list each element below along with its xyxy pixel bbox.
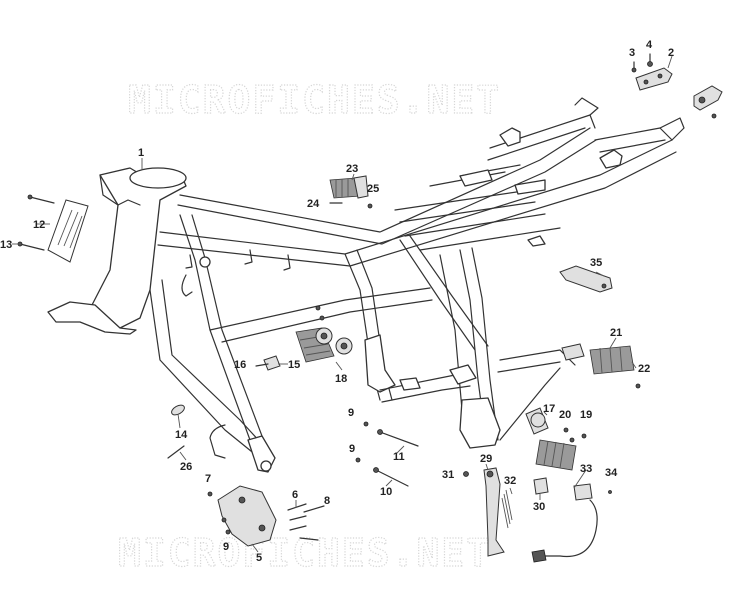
callout-1: 1 [138,147,144,159]
callout-11: 11 [393,451,405,463]
rear-bracket-parts [631,53,723,119]
callout-7: 7 [205,473,211,485]
callout-16: 16 [234,359,246,371]
upper-footpeg [329,175,373,209]
callout-35: 35 [590,257,602,269]
callout-26: 26 [180,461,192,473]
callout-3: 3 [629,47,635,59]
callout-12: 12 [33,219,45,231]
right-footpeg [561,343,641,389]
callout-33: 33 [580,463,592,475]
callout-14: 14 [175,429,188,441]
side-stand [463,467,513,557]
callout-29: 29 [480,453,492,465]
callout-21: 21 [610,327,622,339]
callout-8: 8 [324,495,330,507]
callout-5: 5 [256,552,262,564]
callout-18: 18 [335,373,347,385]
callout-2: 2 [668,47,674,59]
callout-22: 22 [638,363,650,375]
watermark-bottom: MICROFICHES.NET [118,531,491,575]
reflector-plate [17,194,89,263]
callout-6: 6 [292,489,298,501]
clip-parts [167,404,185,459]
left-footpeg [255,305,353,371]
callout-4: 4 [646,39,653,51]
side-bracket [559,265,613,293]
callout-13: 13 [0,239,12,251]
callout-10: 10 [380,486,392,498]
engine-mount-bolts [355,421,419,487]
main-frame [47,97,685,473]
right-footpeg-assembly [525,407,612,563]
callout-9-upper: 9 [348,407,354,419]
callout-9-middle: 9 [349,443,355,455]
callout-30: 30 [533,501,545,513]
callout-15: 15 [288,359,300,371]
callout-25: 25 [367,183,379,195]
callout-23: 23 [346,163,358,175]
callout-32: 32 [504,475,516,487]
callout-31: 31 [442,469,454,481]
callout-20: 20 [559,409,571,421]
callout-34: 34 [605,467,618,479]
callout-17: 17 [543,403,555,415]
callout-labels: 1 2 3 4 5 6 7 8 9 9 9 10 11 12 13 14 15 … [0,39,674,564]
callout-24: 24 [307,198,320,210]
callout-19: 19 [580,409,592,421]
lower-bracket [207,485,325,547]
watermark-top: MICROFICHES.NET [128,78,501,122]
callout-9-lower: 9 [223,541,229,553]
leader-lines [12,55,673,553]
